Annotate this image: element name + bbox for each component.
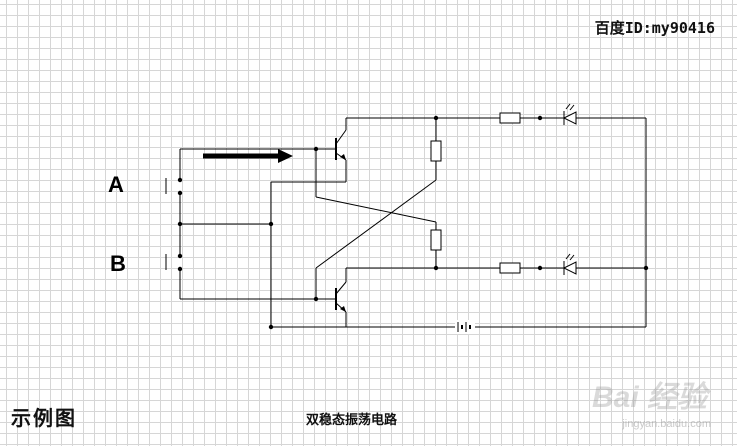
transistor-q2-collector xyxy=(335,281,347,295)
resistor-bottom-collector xyxy=(430,229,442,251)
wires xyxy=(165,117,647,328)
resistors xyxy=(430,112,521,274)
pointer-arrow xyxy=(203,149,293,163)
battery xyxy=(455,320,475,334)
author-credit: 百度ID:my90416 xyxy=(594,19,715,37)
transistor-q1-arrow xyxy=(340,154,346,160)
led-bottom xyxy=(562,253,577,275)
switch-label-b: B xyxy=(110,251,126,276)
transistor-q1-collector xyxy=(335,129,347,145)
baidu-watermark-url: jingyan.baidu.com xyxy=(622,418,711,430)
switch-label-a: A xyxy=(108,172,124,197)
resistor-led-top xyxy=(499,112,521,124)
example-caption: 示例图 xyxy=(11,406,77,430)
led-top xyxy=(562,103,577,125)
resistor-top-collector xyxy=(430,140,442,162)
junction-dots xyxy=(177,115,649,330)
baidu-watermark: Bai 经验 xyxy=(591,381,707,414)
resistor-led-bottom xyxy=(499,262,521,274)
circuit-title: 双稳态振荡电路 xyxy=(306,413,398,428)
transistor-q2-arrow xyxy=(340,306,346,312)
